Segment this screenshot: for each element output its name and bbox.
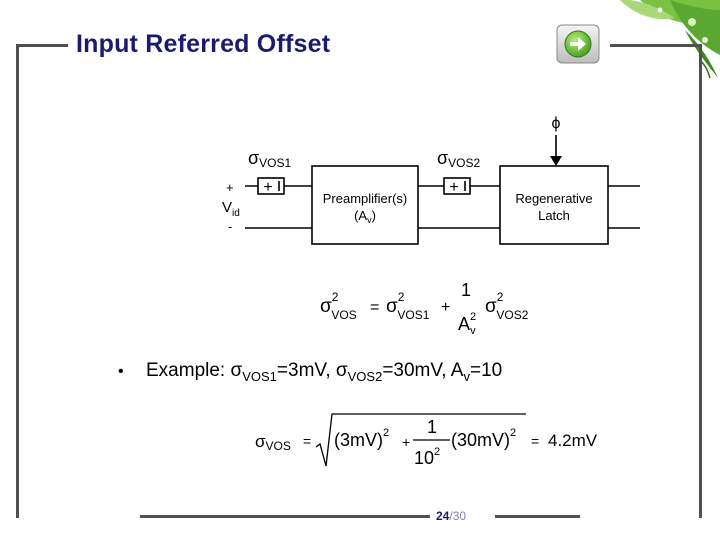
frame-line-bottom-right (495, 515, 580, 518)
latch-block (499, 165, 609, 245)
svg-text:+: + (402, 434, 410, 450)
frame-line-top-right (610, 44, 700, 47)
result-lhs: σVOS (255, 432, 291, 453)
vid-label: Vid (222, 199, 240, 219)
slide-title: Input Referred Offset (76, 30, 331, 58)
frame-line-bottom-left (140, 515, 430, 518)
input-minus-label: - (228, 219, 232, 234)
leaf-decoration-icon (620, 0, 720, 79)
frame-line-right (699, 44, 702, 518)
offset-source-1: + (257, 177, 285, 196)
offset-source-2: + (443, 177, 471, 196)
latch-label-2: Latch (538, 208, 570, 223)
result-value: 4.2mV (548, 431, 598, 450)
preamplifier-block (311, 165, 419, 245)
next-slide-button[interactable] (556, 24, 600, 64)
page-total: 30 (452, 509, 467, 523)
svg-text:+: + (263, 179, 272, 196)
page-number: 24/30 (436, 509, 466, 523)
frame-line-left (16, 44, 19, 518)
latch-label-1: Regenerative (515, 191, 592, 206)
svg-text:•: • (118, 363, 124, 380)
result-den: 102 (414, 446, 440, 468)
result-term2: (30mV)2 (451, 427, 516, 450)
result-term1: (3mV)2 (334, 427, 389, 450)
clock-arrow-icon (550, 156, 562, 166)
svg-text:+: + (441, 299, 450, 316)
phi-label: ϕ (552, 115, 561, 132)
svg-text:1: 1 (427, 417, 437, 437)
page-current: 24 (436, 509, 450, 523)
svg-text:+: + (449, 179, 458, 196)
example-text: Example: σVOS1=3mV, σVOS2=30mV, Av=10 (146, 360, 502, 384)
preamp-label: Preamplifier(s) (323, 191, 408, 206)
svg-text:=: = (370, 299, 379, 316)
sigma-vos1-label: σVOS1 (248, 148, 291, 170)
sqrt-symbol (315, 413, 526, 467)
svg-text:=: = (531, 433, 539, 449)
sigma-vos2-label: σVOS2 (437, 148, 480, 170)
svg-text:=: = (303, 433, 311, 449)
input-plus-label: + (226, 180, 234, 195)
svg-text:1: 1 (461, 280, 471, 300)
page-separator: / (449, 509, 453, 523)
preamp-gain-label: (Av) (354, 208, 376, 225)
frame-line-top-left (18, 44, 68, 47)
